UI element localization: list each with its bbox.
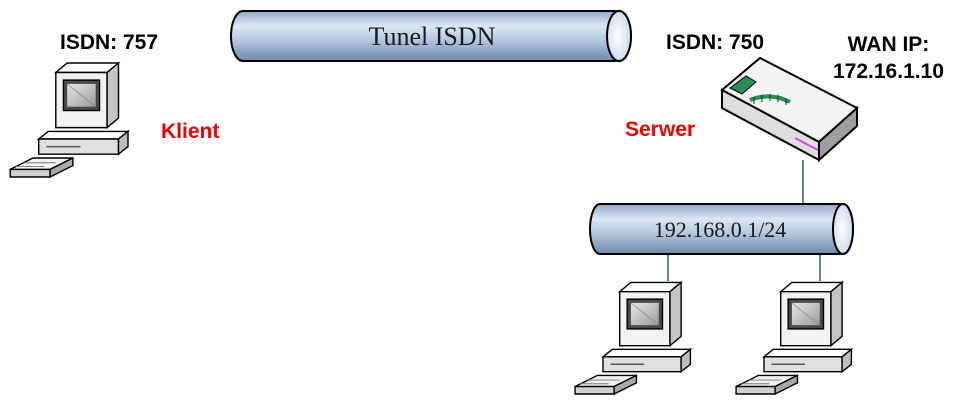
server-isdn-label: ISDN: 750 (666, 31, 765, 54)
lan-computer-1-icon (574, 281, 692, 395)
client-computer-icon (9, 62, 129, 178)
server-role-label: Serwer (625, 118, 696, 141)
router-icon (720, 56, 859, 163)
lan-network: 192.168.0.1/24 (589, 203, 854, 255)
lan-label: 192.168.0.1/24 (654, 217, 787, 242)
client-isdn-label: ISDN: 757 (60, 31, 159, 54)
lan-computer-2-icon (735, 281, 853, 395)
wan-ip-label: WAN IP: 172.16.1.10 (833, 32, 944, 86)
wan-ip-title: WAN IP: (847, 33, 930, 56)
wan-ip-value: 172.16.1.10 (833, 59, 944, 83)
client-role-label: Klient (161, 120, 220, 143)
tunnel-label: Tunel ISDN (369, 22, 496, 51)
isdn-tunnel: Tunel ISDN (230, 10, 632, 62)
